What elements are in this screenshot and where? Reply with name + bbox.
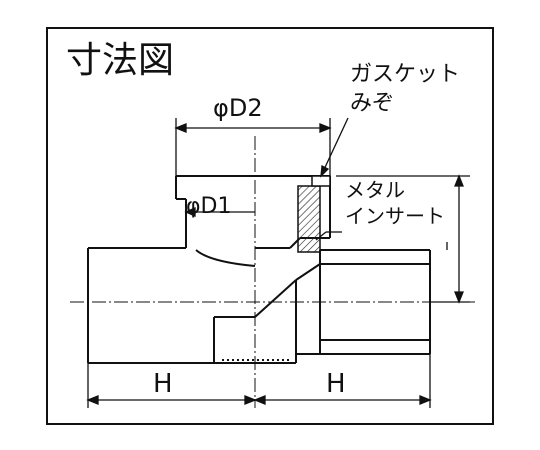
gasket-label-line2: みぞ: [350, 91, 395, 116]
d2-label: φD2: [213, 94, 263, 122]
d1-dimension-line: [184, 206, 255, 218]
h-right-label: H: [326, 369, 346, 399]
h-left-label: H: [153, 369, 173, 399]
metal-insert-label-line2: インサート: [345, 204, 445, 228]
d1-label: φD1: [186, 194, 232, 219]
right-vertical-dimension: [336, 174, 470, 304]
gasket-leader: [320, 117, 349, 178]
tee-body: [87, 175, 431, 364]
gasket-groove: [311, 175, 331, 187]
page-title: 寸法図: [66, 40, 175, 81]
metal-insert-leader: [315, 231, 342, 241]
h-dimension-lines: [86, 354, 432, 408]
metal-insert-label-line1: メタル: [345, 178, 405, 202]
gasket-label-line1: ガスケット: [350, 62, 461, 87]
d2-dimension-line: [174, 118, 332, 176]
metal-insert-hatch: [297, 185, 321, 253]
drawing-frame: [46, 27, 494, 425]
